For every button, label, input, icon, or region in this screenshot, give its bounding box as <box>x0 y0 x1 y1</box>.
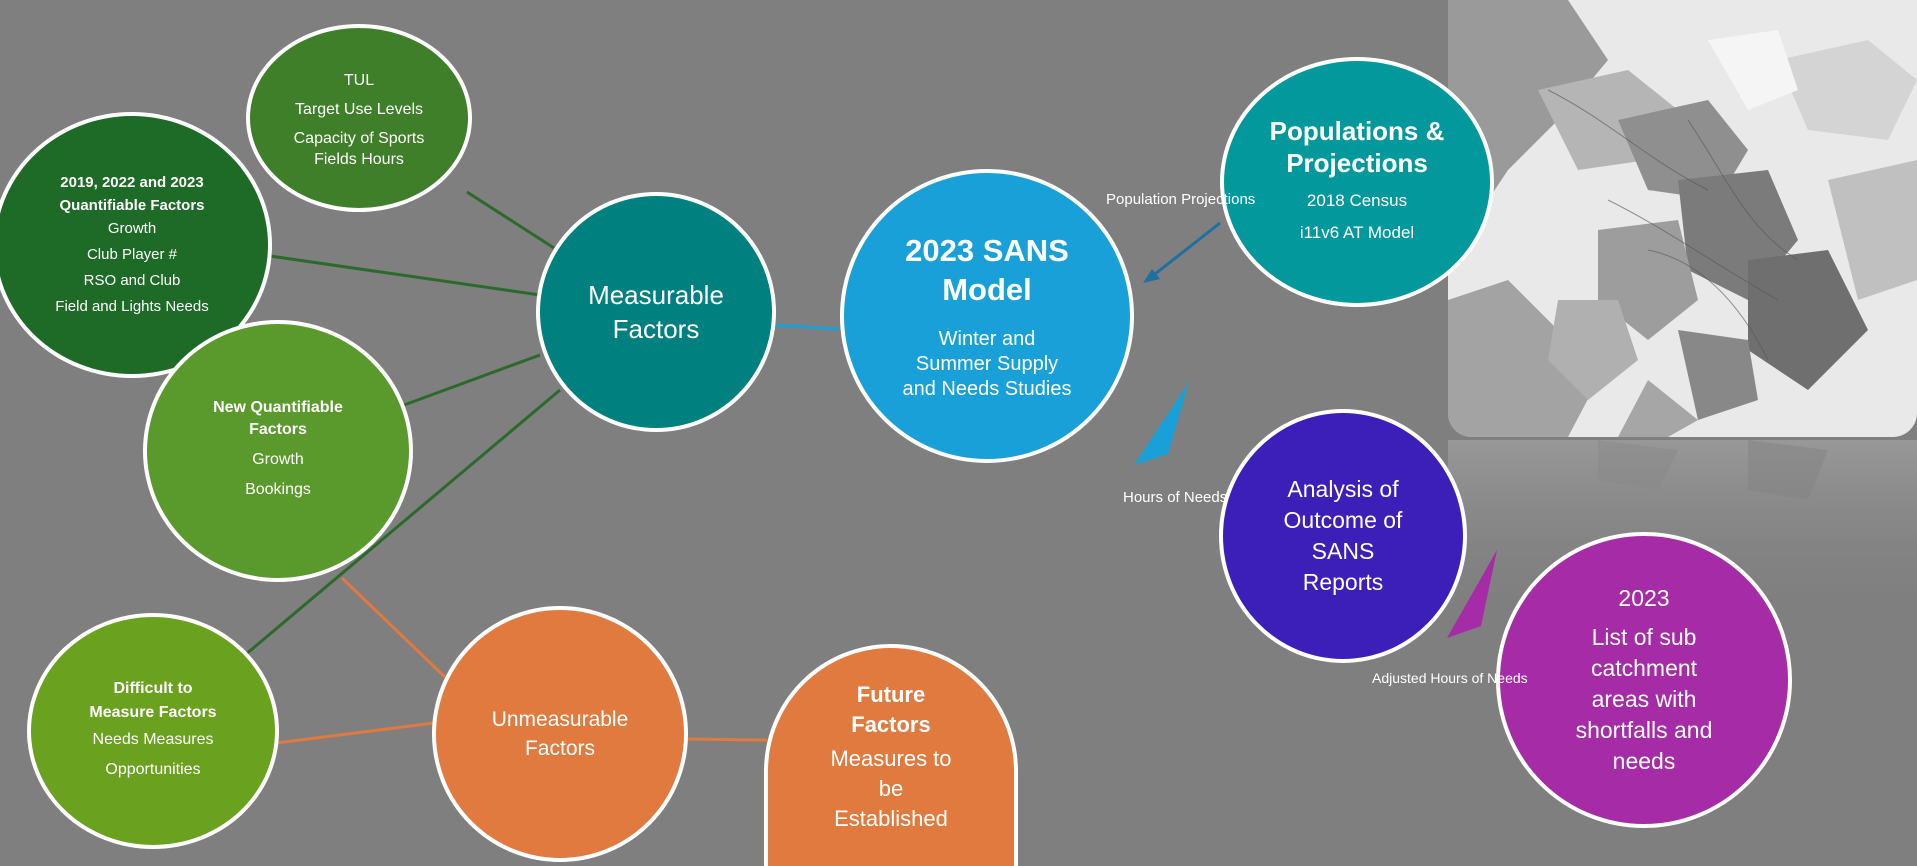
future-title-line-2: Factors <box>851 712 931 737</box>
future-line-1: Measures to <box>830 746 952 771</box>
sans-line-3: and Needs Studies <box>902 377 1072 400</box>
hours-of-needs-label-line-2: of Needs <box>1167 489 1228 506</box>
analysis-line-3: SANS <box>1311 538 1375 564</box>
hours-of-needs-label: Hours of Needs <box>1123 488 1227 508</box>
quantifiable-title-line-2: Quantifiable Factors <box>59 197 205 214</box>
sans-line-1: Winter and <box>938 327 1036 350</box>
unmeasurable-line-2: Factors <box>524 737 595 760</box>
list-line-3: catchment <box>1590 655 1698 681</box>
populations-line-2: i11v6 AT Model <box>1299 223 1415 242</box>
tul-line-1: TUL <box>343 72 375 89</box>
sans-model-node: 2023 SANS Model Winter and Summer Supply… <box>840 169 1134 463</box>
orange-connectors <box>275 576 768 745</box>
analysis-line-4: Reports <box>1302 569 1384 595</box>
new-quantifiable-title-line-2: Factors <box>249 421 307 438</box>
region-map-image <box>1448 0 1917 437</box>
sans-title-line-2: Model <box>942 271 1032 307</box>
population-projections-label-line-1: Population <box>1106 191 1177 208</box>
future-line-3: Established <box>834 806 948 831</box>
hours-of-needs-arrowhead <box>1134 382 1189 465</box>
projection-arrow-line <box>1149 221 1221 280</box>
adjusted-hours-label-line-2: of Needs <box>1471 670 1528 686</box>
future-line-2: be <box>878 776 904 801</box>
tul-line-2: Target Use Levels <box>294 101 424 118</box>
measurable-line-2: Factors <box>612 314 700 344</box>
new-quantifiable-factors-node: New Quantifiable Factors Growth Bookings <box>143 320 413 582</box>
populations-title-line-1: Populations & <box>1269 116 1445 146</box>
new-quantifiable-line-1: Growth <box>252 451 304 468</box>
measurable-to-sans-line <box>771 323 841 331</box>
list-line-1: 2023 <box>1618 585 1670 611</box>
new-quantifiable-line-2: Bookings <box>245 481 311 498</box>
adjusted-hours-label-line-1: Adjusted Hours <box>1372 670 1468 686</box>
difficult-title-line-1: Difficult to <box>113 680 193 697</box>
future-factors-node: Future Factors Measures to be Establishe… <box>764 644 1018 866</box>
populations-projections-node: Populations & Projections 2018 Census i1… <box>1220 57 1494 307</box>
future-title-line-1: Future <box>856 682 926 707</box>
population-projections-label-line-2: Projections <box>1181 191 1256 208</box>
list-line-2: List of sub <box>1591 624 1697 650</box>
analysis-outcome-node: Analysis of Outcome of SANS Reports <box>1219 409 1467 663</box>
quantifiable-line-4: Field and Lights Needs <box>55 298 209 315</box>
green-connectors <box>244 190 561 657</box>
difficult-line-1: Needs Measures <box>92 731 214 748</box>
list-line-4: areas with <box>1591 686 1697 712</box>
tul-node: TUL Target Use Levels Capacity of Sports… <box>246 24 472 212</box>
populations-title-line-2: Projections <box>1286 148 1428 178</box>
adjusted-hours-arrowhead <box>1447 550 1497 638</box>
new-quantifiable-title-line-1: New Quantifiable <box>213 399 343 416</box>
difficult-title-line-2: Measure Factors <box>89 704 217 721</box>
list-line-6: needs <box>1612 748 1676 774</box>
populations-line-1: 2018 Census <box>1306 191 1408 210</box>
tul-line-3: Capacity of Sports Fields Hours <box>293 130 425 168</box>
quantifiable-line-2: Club Player # <box>86 246 178 263</box>
unmeasurable-factors-node: Unmeasurable Factors <box>432 606 688 862</box>
projection-arrow-head <box>1143 269 1160 283</box>
difficult-to-measure-node: Difficult to Measure Factors Needs Measu… <box>27 613 279 849</box>
list-line-5: shortfalls and <box>1575 717 1713 743</box>
sub-catchment-list-node: 2023 List of sub catchment areas with sh… <box>1496 532 1792 828</box>
sans-line-2: Summer Supply <box>915 352 1059 375</box>
adjusted-hours-label: Adjusted Hours of Needs <box>1372 668 1528 688</box>
quantifiable-title-line-1: 2019, 2022 and 2023 <box>60 174 204 191</box>
quantifiable-line-1: Growth <box>107 220 157 237</box>
measurable-factors-node: Measurable Factors <box>536 192 776 432</box>
hours-of-needs-label-line-1: Hours <box>1123 489 1164 506</box>
sans-title-line-1: 2023 SANS <box>905 232 1069 268</box>
quantifiable-line-3: RSO and Club <box>83 272 181 289</box>
measurable-line-1: Measurable <box>588 280 724 310</box>
analysis-line-1: Analysis of <box>1287 476 1399 502</box>
difficult-line-2: Opportunities <box>105 761 201 778</box>
analysis-line-2: Outcome of <box>1283 507 1403 533</box>
population-projections-label: Population Projections <box>1106 190 1255 210</box>
unmeasurable-line-1: Unmeasurable <box>491 708 629 731</box>
